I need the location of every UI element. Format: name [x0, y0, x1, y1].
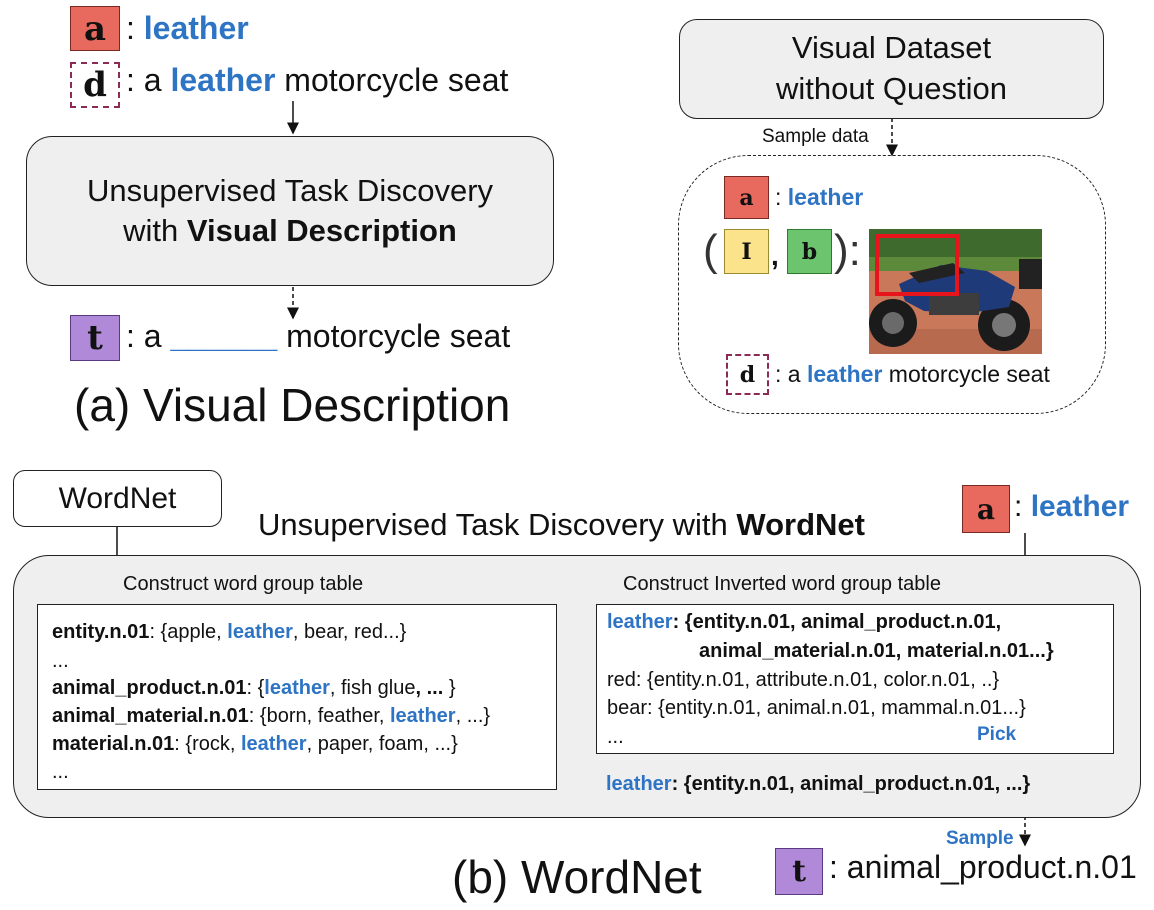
wordnet-attribute-value: leather	[1030, 490, 1130, 523]
attribute-separator: :	[126, 10, 135, 46]
motorcycle-image	[869, 229, 1042, 354]
wordnet-task-badge-t: t	[775, 848, 823, 895]
caption-b: (b) WordNet	[452, 851, 702, 903]
synset-key: animal_material.n.01	[52, 705, 249, 727]
task-text: : a ______ motorcycle seat	[126, 318, 510, 355]
synset-highlight: leather	[241, 733, 307, 755]
table-row: ...	[52, 761, 69, 783]
synset-ellipsis: , ...	[415, 677, 444, 699]
table-row: ...	[607, 726, 624, 748]
image-badge-i: I	[724, 229, 769, 274]
inverted-key: leather	[607, 611, 673, 633]
visual-dataset-box: Visual Dataset without Question	[679, 19, 1104, 119]
visual-description-discovery-box: Unsupervised Task Discovery with Visual …	[26, 136, 554, 286]
sample-description-prefix: : a	[775, 361, 801, 387]
wordnet-task-value: : animal_product.n.01	[829, 849, 1137, 885]
table-row: red: {entity.n.01, attribute.n.01, color…	[607, 669, 1000, 691]
table-row: animal_material.n.01: {born, feather, le…	[52, 705, 490, 728]
sample-attribute-value: leather	[787, 184, 864, 210]
wordnet-title-bold: WordNet	[736, 507, 865, 542]
picked-values: : {entity.n.01, animal_product.n.01, ...…	[671, 773, 1031, 795]
dataset-title-line1: Visual Dataset	[791, 30, 992, 65]
synset-values-end: , ...}	[455, 705, 491, 727]
sample-attribute-separator: :	[775, 184, 782, 210]
sample-description-badge-d: d	[726, 354, 769, 395]
description-highlight: leather	[170, 62, 276, 98]
table-row: material.n.01: {rock, leather, paper, fo…	[52, 733, 458, 756]
synset-values: : {apple,	[149, 621, 222, 643]
wordnet-attribute-separator: :	[1014, 490, 1023, 523]
synset-values: : {	[246, 677, 265, 699]
task-blank: ______	[170, 318, 278, 354]
open-paren: (	[703, 226, 718, 275]
sample-label: Sample	[946, 828, 1014, 849]
attribute-label: : leather	[126, 10, 249, 47]
task-prefix: : a	[126, 318, 162, 354]
description-suffix: motorcycle seat	[284, 62, 509, 98]
table-row: ...	[52, 650, 69, 672]
task-badge-t: t	[70, 315, 120, 361]
sample-description-suffix: motorcycle seat	[888, 361, 1050, 387]
synset-key: material.n.01	[52, 733, 175, 755]
inverted-word-group-table: leather: {entity.n.01, animal_product.n.…	[596, 604, 1114, 754]
attribute-badge-a: a	[70, 6, 120, 51]
caption-a: (a) Visual Description	[74, 379, 511, 431]
synset-highlight: leather	[390, 705, 456, 727]
description-text: : a leather motorcycle seat	[126, 62, 508, 99]
sample-attribute-label: : leather	[775, 184, 863, 211]
sample-attribute-badge-a: a	[724, 176, 769, 219]
comma: ,	[771, 240, 779, 271]
wordnet-attribute-badge-a: a	[962, 485, 1010, 533]
wordnet-box-label: WordNet	[58, 482, 177, 515]
wordnet-attribute-label: : leather	[1014, 490, 1129, 524]
synset-highlight: leather	[264, 677, 330, 699]
close-paren: ):	[834, 226, 861, 275]
sample-data-label: Sample data	[762, 126, 869, 147]
description-badge-d: d	[70, 62, 120, 108]
synset-key: animal_product.n.01	[52, 677, 247, 699]
synset-highlight: leather	[227, 621, 293, 643]
pick-label: Pick	[977, 724, 1017, 745]
synset-values: : {born, feather,	[248, 705, 385, 727]
wordnet-box: WordNet	[13, 470, 222, 527]
picked-key: leather	[606, 773, 672, 795]
discovery-line2: with Visual Description	[27, 213, 553, 249]
synset-values: : {rock,	[174, 733, 236, 755]
discovery-line2-bold: Visual Description	[186, 213, 457, 248]
sample-description-text: : a leather motorcycle seat	[775, 361, 1050, 388]
word-group-table: entity.n.01: {apple, leather, bear, red.…	[37, 604, 557, 790]
sample-description-highlight: leather	[806, 361, 883, 387]
dataset-title-line2: without Question	[776, 71, 1007, 106]
table-row: bear: {entity.n.01, animal.n.01, mammal.…	[607, 697, 1026, 719]
table-row: leather: {entity.n.01, animal_product.n.…	[607, 611, 1001, 634]
box-badge-b: b	[787, 229, 832, 274]
synset-values-end: , bear, red...}	[292, 621, 407, 643]
table-row: animal_material.n.01, material.n.01...}	[699, 640, 1054, 662]
description-prefix: : a	[126, 62, 162, 98]
synset-key: entity.n.01	[52, 621, 150, 643]
wordnet-title-prefix: Unsupervised Task Discovery with	[258, 507, 728, 542]
picked-result: leather: {entity.n.01, animal_product.n.…	[606, 773, 1030, 796]
construct-table-label: Construct word group table	[123, 573, 364, 595]
discovery-line2-prefix: with	[123, 213, 179, 248]
table-row: animal_product.n.01: {leather, fish glue…	[52, 677, 456, 700]
synset-close: }	[443, 677, 456, 699]
attribute-value: leather	[143, 10, 249, 46]
synset-values-end: , fish glue	[329, 677, 416, 699]
task-suffix: motorcycle seat	[286, 318, 511, 354]
wordnet-discovery-title: Unsupervised Task Discovery with WordNet	[258, 507, 865, 543]
sample-data-container	[678, 155, 1106, 414]
inverted-values: : {entity.n.01, animal_product.n.01,	[672, 611, 1002, 633]
construct-inverted-label: Construct Inverted word group table	[623, 573, 941, 595]
discovery-line1: Unsupervised Task Discovery	[86, 173, 494, 208]
synset-values-end: , paper, foam, ...}	[306, 733, 458, 755]
table-row: entity.n.01: {apple, leather, bear, red.…	[52, 621, 406, 644]
